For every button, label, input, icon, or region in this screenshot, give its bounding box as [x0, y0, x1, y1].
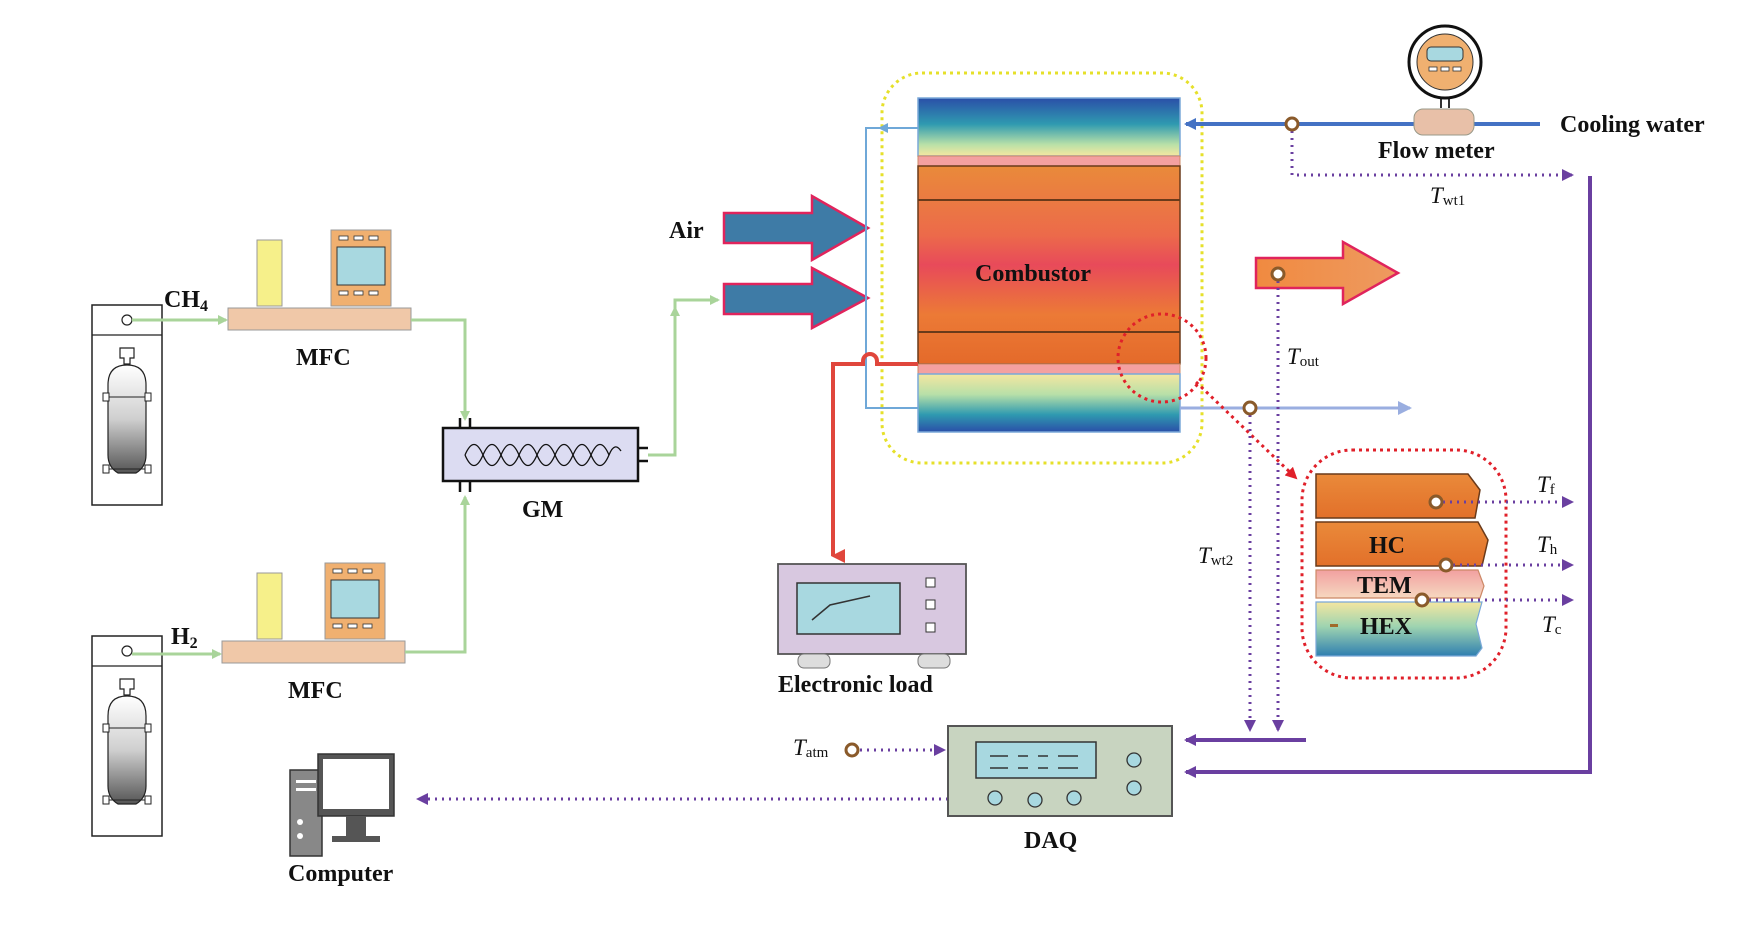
daq-label: DAQ [1024, 828, 1077, 854]
h2-gas-cylinder [91, 635, 163, 837]
computer-icon [289, 753, 395, 857]
zoom-detail-enclosure [1300, 448, 1508, 680]
combustor-enclosure [880, 71, 1204, 465]
tc-sensor-dot [1414, 592, 1430, 608]
air-arrow-top [722, 193, 871, 263]
tf-sensor-dot [1428, 494, 1444, 510]
cooling-water-bypass-line [865, 127, 918, 409]
mfc-top-to-gm-line [411, 318, 470, 421]
combustor-stack [917, 97, 1181, 433]
mfc-bottom-label: MFC [288, 678, 343, 704]
ch4-label: CH4 [164, 287, 208, 315]
zoom-source-circle [1116, 312, 1208, 404]
exhaust-arrow [1254, 239, 1401, 307]
twt1-label: Twt1 [1430, 183, 1465, 209]
tatm-sensor-dot [844, 742, 860, 758]
ch4-gas-cylinder [91, 304, 163, 506]
cooling-water-label: Cooling water [1560, 112, 1705, 138]
air-label: Air [669, 218, 704, 244]
th-label: Th [1537, 532, 1558, 558]
mfc-top-label: MFC [296, 345, 351, 371]
hc-label: HC [1369, 533, 1405, 559]
detail-stack [1315, 473, 1489, 657]
mfc-bottom-to-gm-line [405, 495, 470, 654]
electronic-load-label: Electronic load [778, 672, 934, 698]
signal-bus-right [1184, 176, 1592, 778]
th-sensor-dot [1438, 557, 1454, 573]
hex-label: HEX [1360, 614, 1413, 640]
flow-meter-label: Flow meter [1378, 138, 1495, 164]
tatm-label: Tatm [793, 735, 829, 761]
power-line [831, 352, 918, 563]
h2-label: H2 [171, 624, 198, 652]
daq-device [947, 725, 1173, 817]
twt1-signal-line [1290, 124, 1574, 181]
tem-label: TEM [1357, 573, 1412, 599]
tout-label: Tout [1287, 344, 1320, 370]
flow-meter-icon [1407, 24, 1483, 136]
twt2-label: Twt2 [1198, 543, 1233, 569]
tc-label: Tc [1542, 612, 1562, 638]
gas-mixer [441, 418, 648, 492]
tout-sensor-dot [1270, 266, 1286, 282]
mfc-h2-device [221, 562, 406, 664]
gm-label: GM [522, 497, 563, 523]
air-arrow-bottom [722, 265, 871, 331]
mfc-ch4-device [227, 229, 412, 331]
twt1-sensor-dot [1284, 116, 1300, 132]
computer-label: Computer [288, 861, 394, 887]
zoom-connector [1194, 380, 1298, 480]
tf-label: Tf [1537, 472, 1555, 498]
combustor-label: Combustor [975, 261, 1091, 287]
electronic-load-device [777, 563, 967, 669]
gm-to-air-line [648, 295, 720, 457]
twt2-sensor-dot [1242, 400, 1258, 416]
